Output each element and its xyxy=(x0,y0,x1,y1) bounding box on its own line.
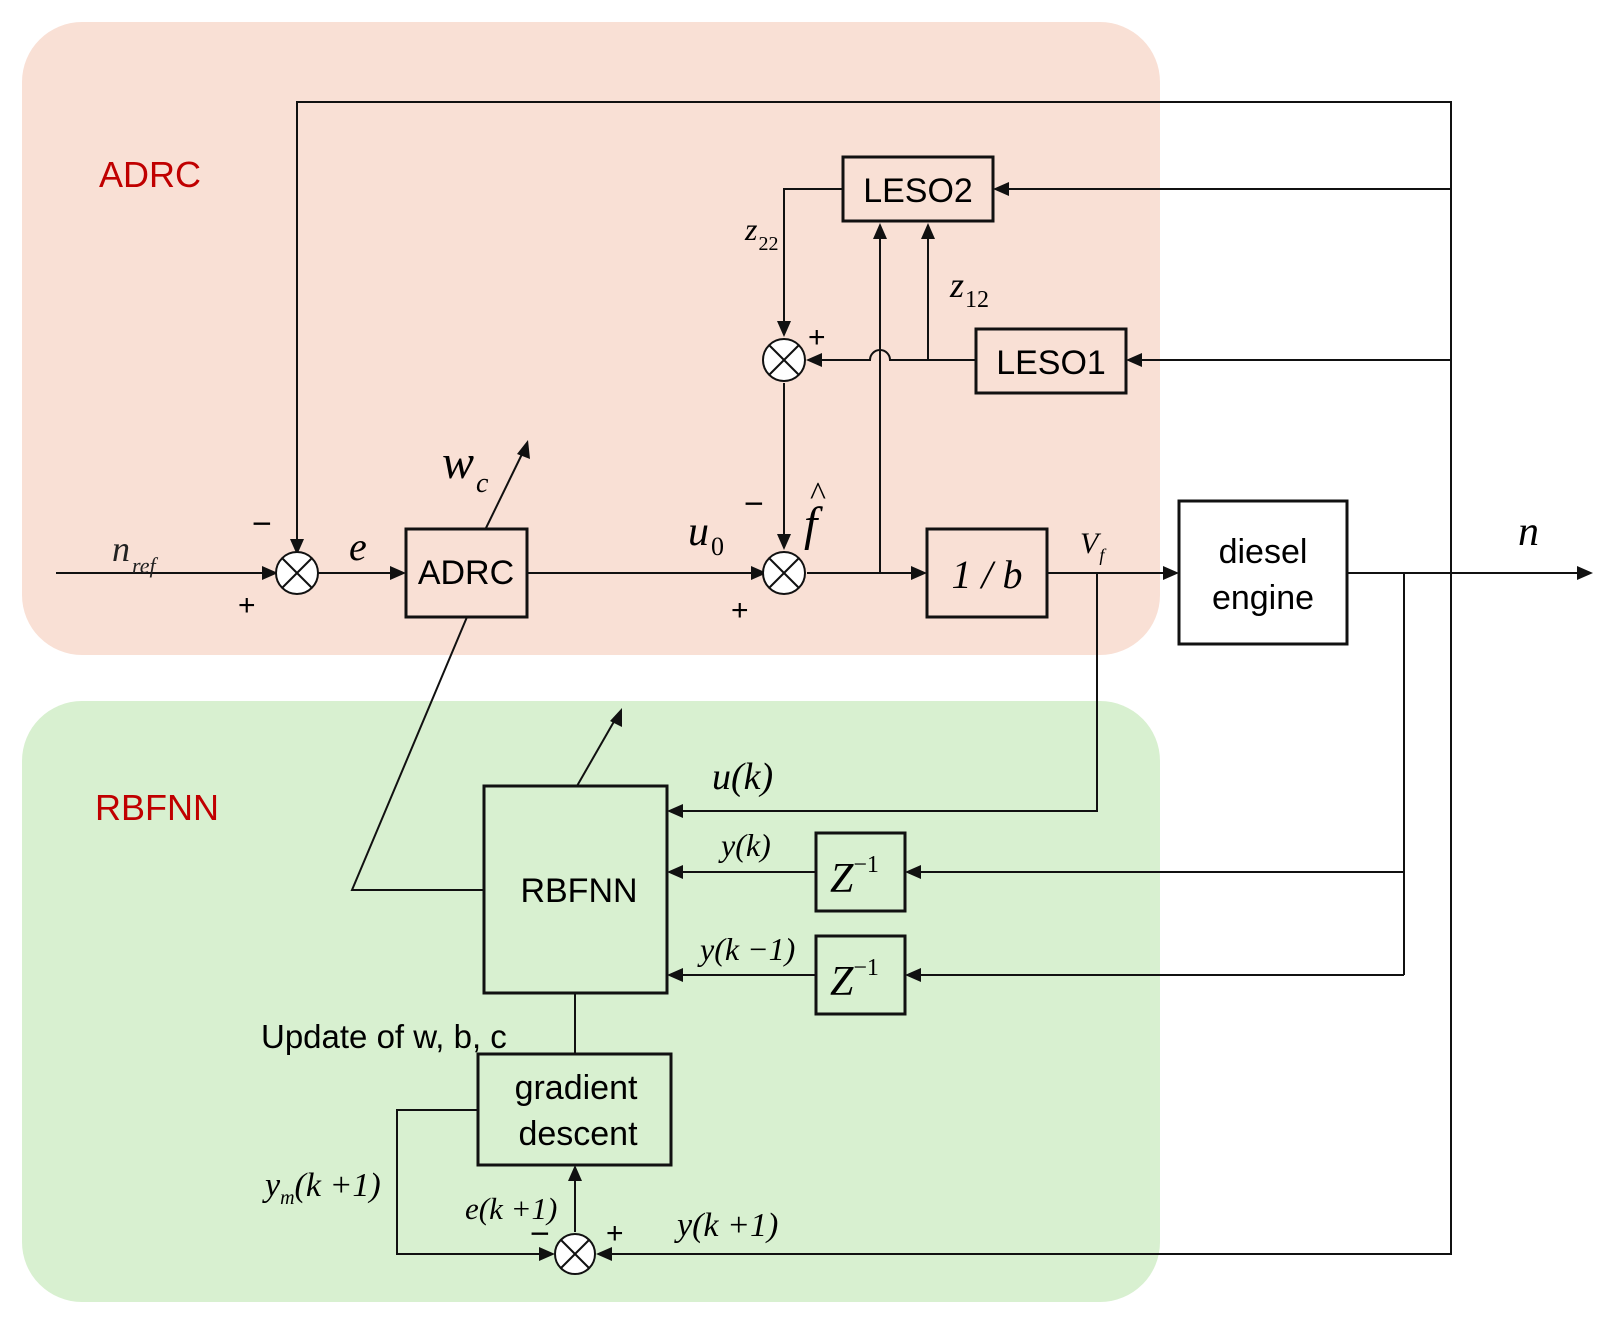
sum2-minus-sign: − xyxy=(744,485,764,523)
leso2-block-label: LESO2 xyxy=(863,172,973,210)
arrowhead xyxy=(806,353,822,367)
arrowhead xyxy=(777,534,791,550)
signal-e: e xyxy=(349,524,367,569)
gain-block xyxy=(925,527,1049,619)
arrowhead xyxy=(610,708,622,727)
arrowhead xyxy=(596,1247,612,1261)
rbfnn-block-label: RBFNN xyxy=(520,872,637,910)
wire-adrc-rbfnn-link xyxy=(350,616,484,891)
delay-block-2-z: Z xyxy=(830,959,854,1005)
sum4-plus-sign: + xyxy=(606,1217,624,1250)
arrowhead xyxy=(517,440,530,459)
arrowhead xyxy=(777,321,791,337)
adrc-region-label: ADRC xyxy=(99,154,201,195)
rbfnn-region xyxy=(22,701,1160,1302)
arrowhead xyxy=(993,182,1009,196)
diesel-engine-label-line1: diesel xyxy=(1219,533,1308,571)
gradient-descent-label-line2: descent xyxy=(518,1115,638,1153)
arrowhead xyxy=(262,566,278,580)
delay-block-1-label: Z−1 xyxy=(830,852,879,902)
arrowhead xyxy=(905,865,921,879)
sum3-plus-sign: + xyxy=(808,321,826,354)
arrowhead xyxy=(1126,353,1142,367)
signal-n-output: n xyxy=(1518,509,1539,555)
delay-block-1-exponent: −1 xyxy=(853,852,879,878)
adrc-block xyxy=(404,527,529,619)
adrc-block-label: ADRC xyxy=(418,554,514,592)
arrowhead xyxy=(911,566,927,580)
delay-block-2-label: Z−1 xyxy=(830,955,879,1005)
delay-block-1 xyxy=(814,831,907,913)
wire-z22 xyxy=(783,188,843,327)
arrowhead xyxy=(667,968,683,982)
signal-e-k-plus1: e(k +1) xyxy=(465,1191,557,1226)
summing-junction-4 xyxy=(554,1233,596,1275)
wc-tuning-line xyxy=(485,449,525,529)
signal-y-k-plus1: y(k +1) xyxy=(674,1207,778,1244)
update-label: Update of w, b, c xyxy=(261,1018,507,1055)
signal-yk-minus1: y(k −1) xyxy=(697,931,795,967)
signal-z22: z22 xyxy=(744,211,778,255)
arrowhead xyxy=(568,1165,582,1181)
arrowhead xyxy=(539,1247,555,1261)
summing-junction-1 xyxy=(275,551,319,595)
arrowhead xyxy=(751,566,767,580)
wire-feedback-top xyxy=(296,101,1452,573)
delay-block-1-z: Z xyxy=(830,856,854,902)
adrc-region xyxy=(22,22,1160,655)
signal-u0: u0 xyxy=(688,509,724,561)
wire-yk-plus1 xyxy=(605,573,1452,1255)
signal-z12: z12 xyxy=(949,265,989,313)
leso1-block-label: LESO1 xyxy=(996,344,1106,382)
diesel-engine-block xyxy=(1177,499,1349,646)
gain-block-label: 1 / b xyxy=(951,552,1022,597)
arrowhead xyxy=(1577,566,1593,580)
wire-vf-to-rbfnn xyxy=(678,573,1098,812)
delay-block-2 xyxy=(814,934,907,1016)
gradient-descent-block xyxy=(476,1052,673,1167)
sum1-plus-sign: + xyxy=(238,589,256,622)
gradient-descent-label-line1: gradient xyxy=(515,1069,638,1107)
leso2-block xyxy=(841,155,995,223)
signal-uk: u(k) xyxy=(712,756,773,798)
signal-ym-k-plus1: ym(k +1) xyxy=(262,1167,381,1209)
arrowhead xyxy=(390,566,406,580)
signal-yk: y(k) xyxy=(718,827,771,863)
wire-ym xyxy=(396,1109,546,1255)
rbfnn-block xyxy=(482,784,669,995)
arrowhead xyxy=(921,223,935,239)
arrowhead xyxy=(667,804,683,818)
arrowhead xyxy=(667,865,683,879)
rbfnn-tuning-line xyxy=(576,717,617,787)
summing-junction-2 xyxy=(762,551,806,595)
delay-block-2-exponent: −1 xyxy=(853,955,879,981)
diesel-engine-label-line2: engine xyxy=(1212,579,1314,617)
rbfnn-region-label: RBFNN xyxy=(95,787,219,828)
sum2-plus-sign: + xyxy=(731,594,749,627)
arrowhead xyxy=(1163,566,1179,580)
arrowhead xyxy=(873,223,887,239)
summing-junction-3 xyxy=(762,338,806,382)
sum4-minus-sign: − xyxy=(530,1215,550,1253)
leso1-block xyxy=(974,327,1128,395)
signal-wc: wc xyxy=(442,436,489,499)
sum1-minus-sign: − xyxy=(252,505,272,543)
signal-nref: nref xyxy=(112,529,159,578)
signal-vf: Vf xyxy=(1080,527,1107,565)
arrowhead xyxy=(290,539,304,555)
wire-leso1-to-sum3 xyxy=(822,349,976,361)
arrowhead xyxy=(905,968,921,982)
signal-fhat-hat: ^ xyxy=(810,476,826,513)
